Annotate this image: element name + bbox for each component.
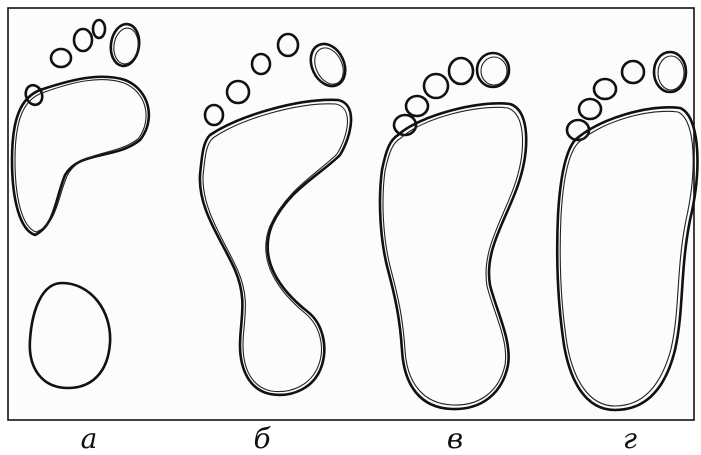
figure-frame	[8, 8, 694, 420]
caption-a: а	[59, 424, 119, 454]
caption-c: в	[425, 424, 485, 454]
caption-d: г	[600, 424, 660, 454]
caption-b: б	[232, 424, 292, 454]
